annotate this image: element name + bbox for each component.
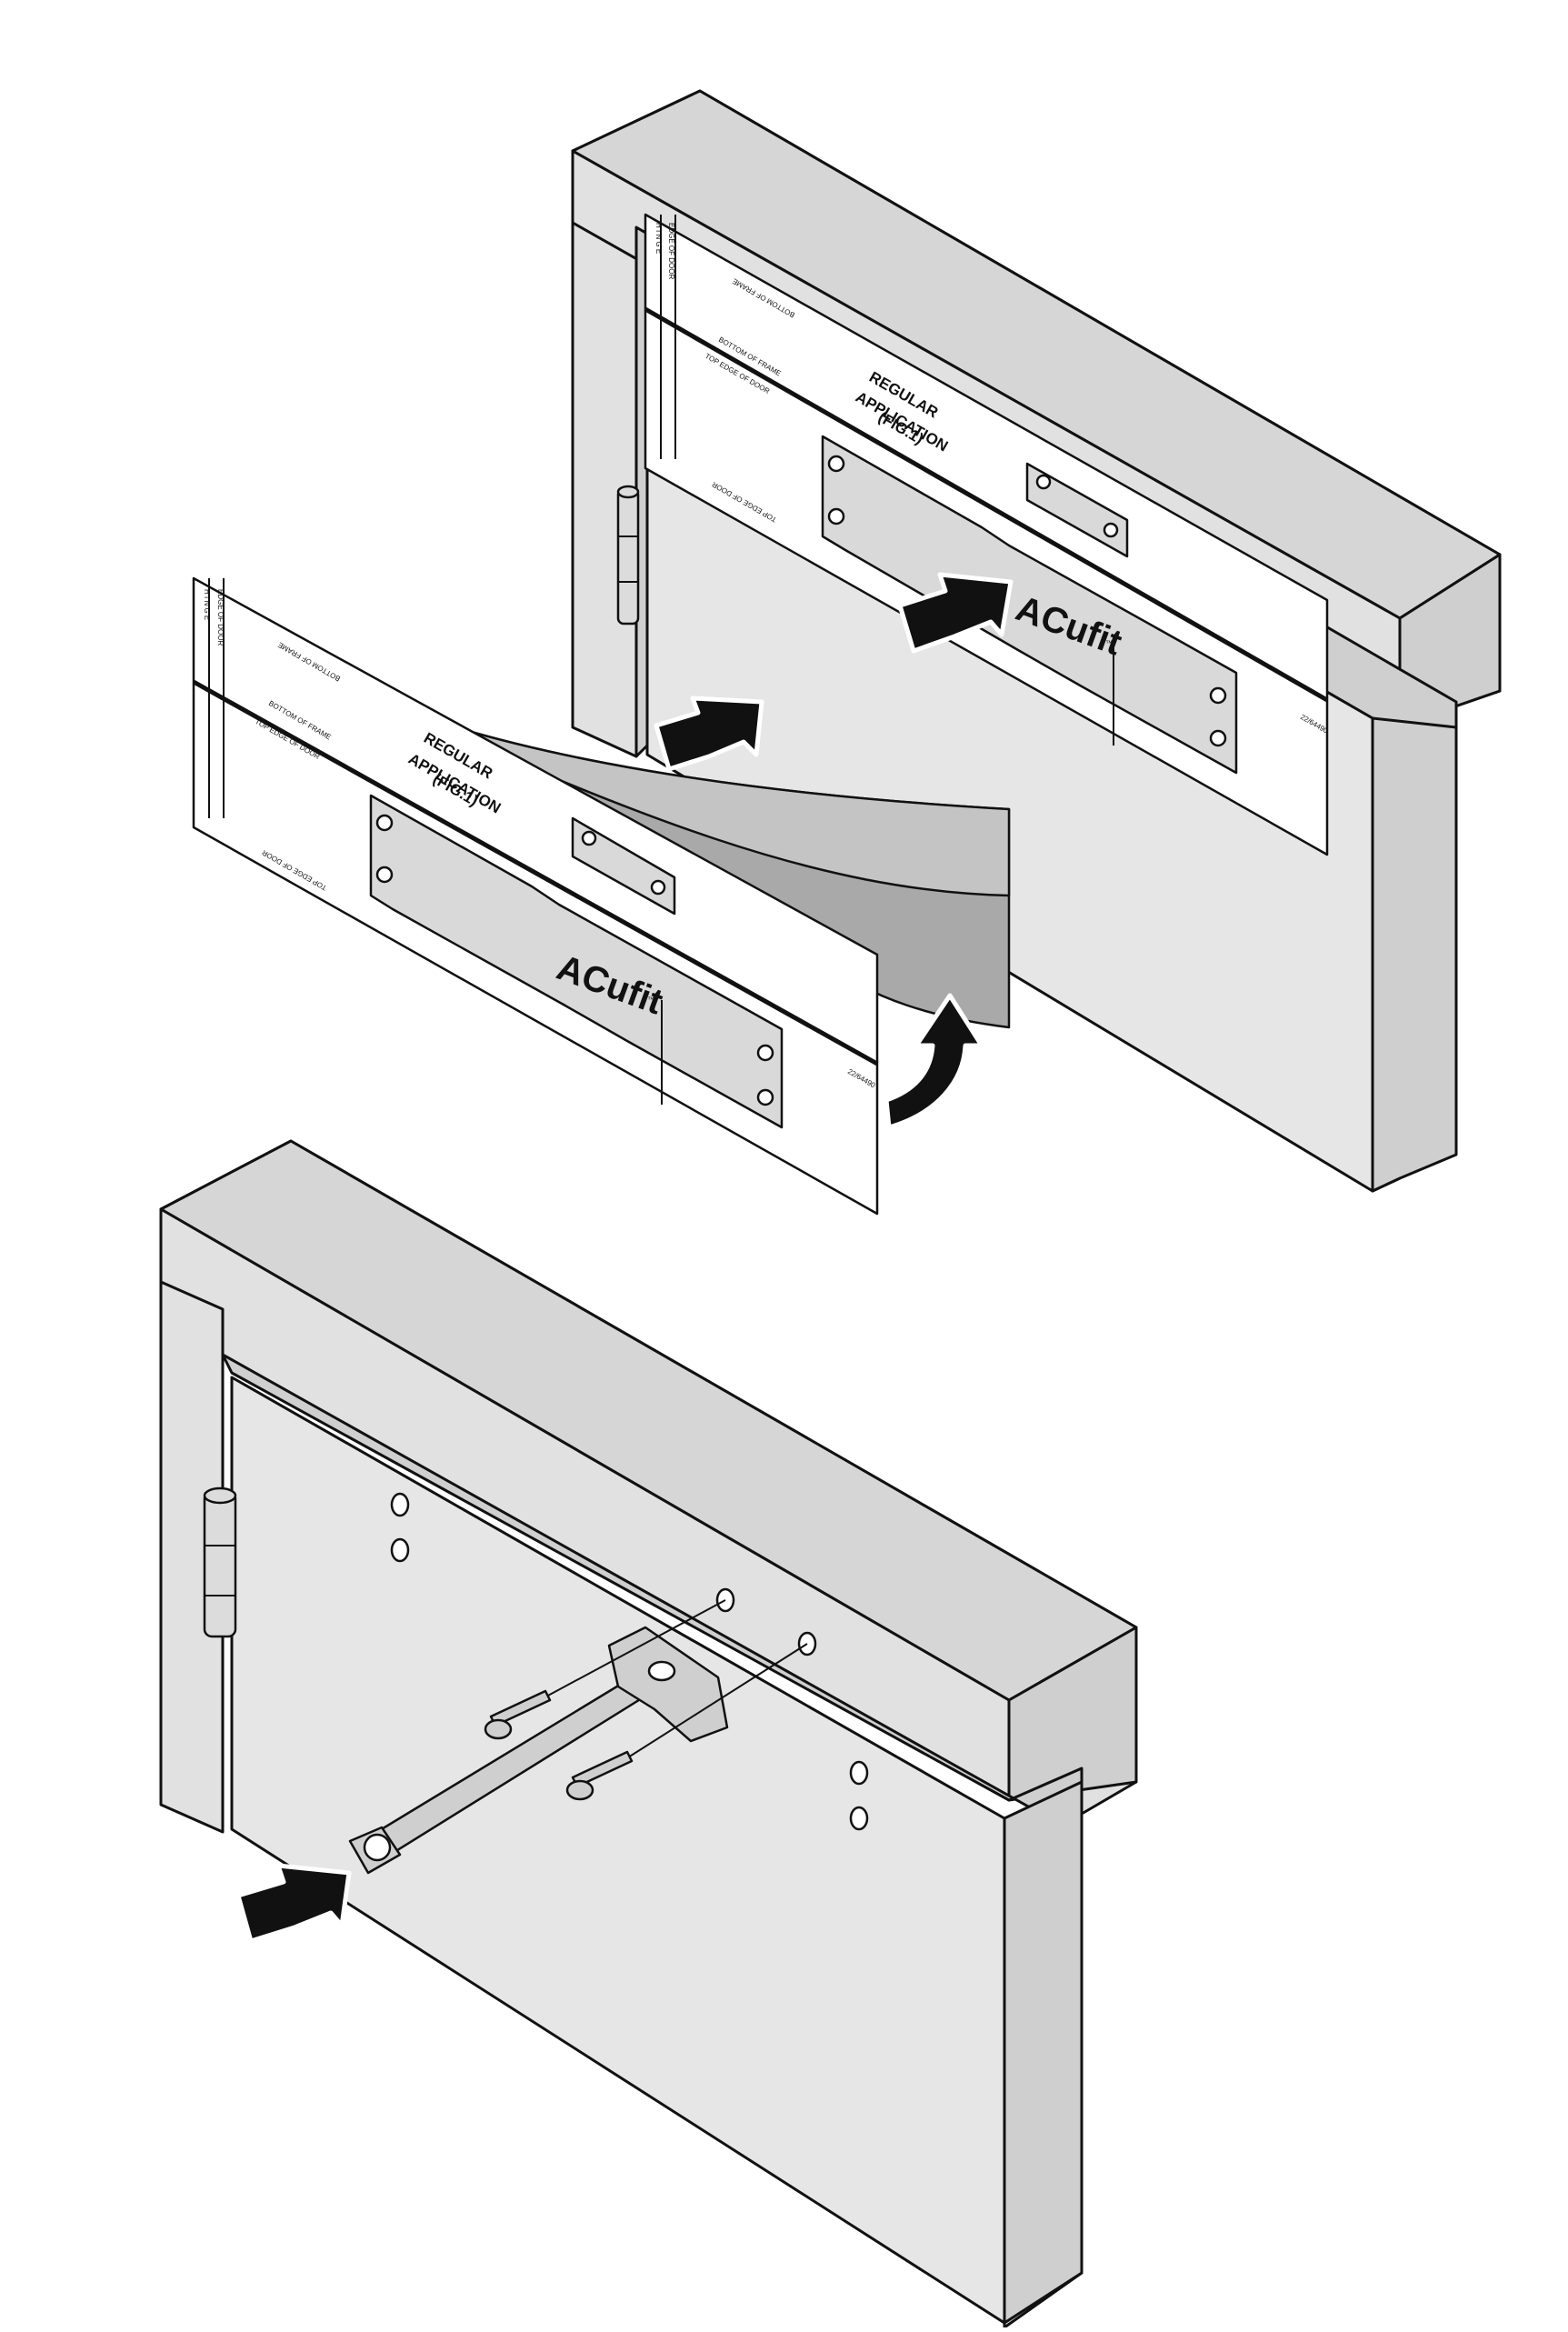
peel-hinge-label: H I N G E bbox=[203, 589, 211, 620]
edge-of-door-label: EDGE OF DOOR bbox=[667, 223, 675, 279]
trademark: ™ bbox=[1105, 639, 1113, 647]
screw-left bbox=[484, 1689, 552, 1740]
top-hinge bbox=[616, 485, 640, 626]
peel-trademark: ™ bbox=[647, 996, 654, 1004]
arrow-apply-right bbox=[897, 572, 1014, 654]
hinge-label: H I N G E bbox=[654, 223, 663, 254]
pilot-holes bbox=[390, 1492, 869, 1831]
arrow-insert bbox=[235, 1863, 352, 1944]
bottom-hinge bbox=[203, 1486, 237, 1638]
peel-edge-of-door-label: EDGE OF DOOR bbox=[216, 589, 225, 646]
arrow-peel-curve bbox=[884, 993, 984, 1130]
bottom-door-frame bbox=[159, 1139, 1138, 2329]
applied-template: H I N G E EDGE OF DOOR BOTTOM OF FRAME B… bbox=[644, 213, 1330, 856]
arrow-apply-left bbox=[654, 696, 764, 772]
peeling-template: H I N G E EDGE OF DOOR BOTTOM OF FRAME B… bbox=[192, 576, 1011, 1216]
screw-right bbox=[565, 1750, 634, 1801]
arm-bracket bbox=[348, 1599, 808, 1875]
